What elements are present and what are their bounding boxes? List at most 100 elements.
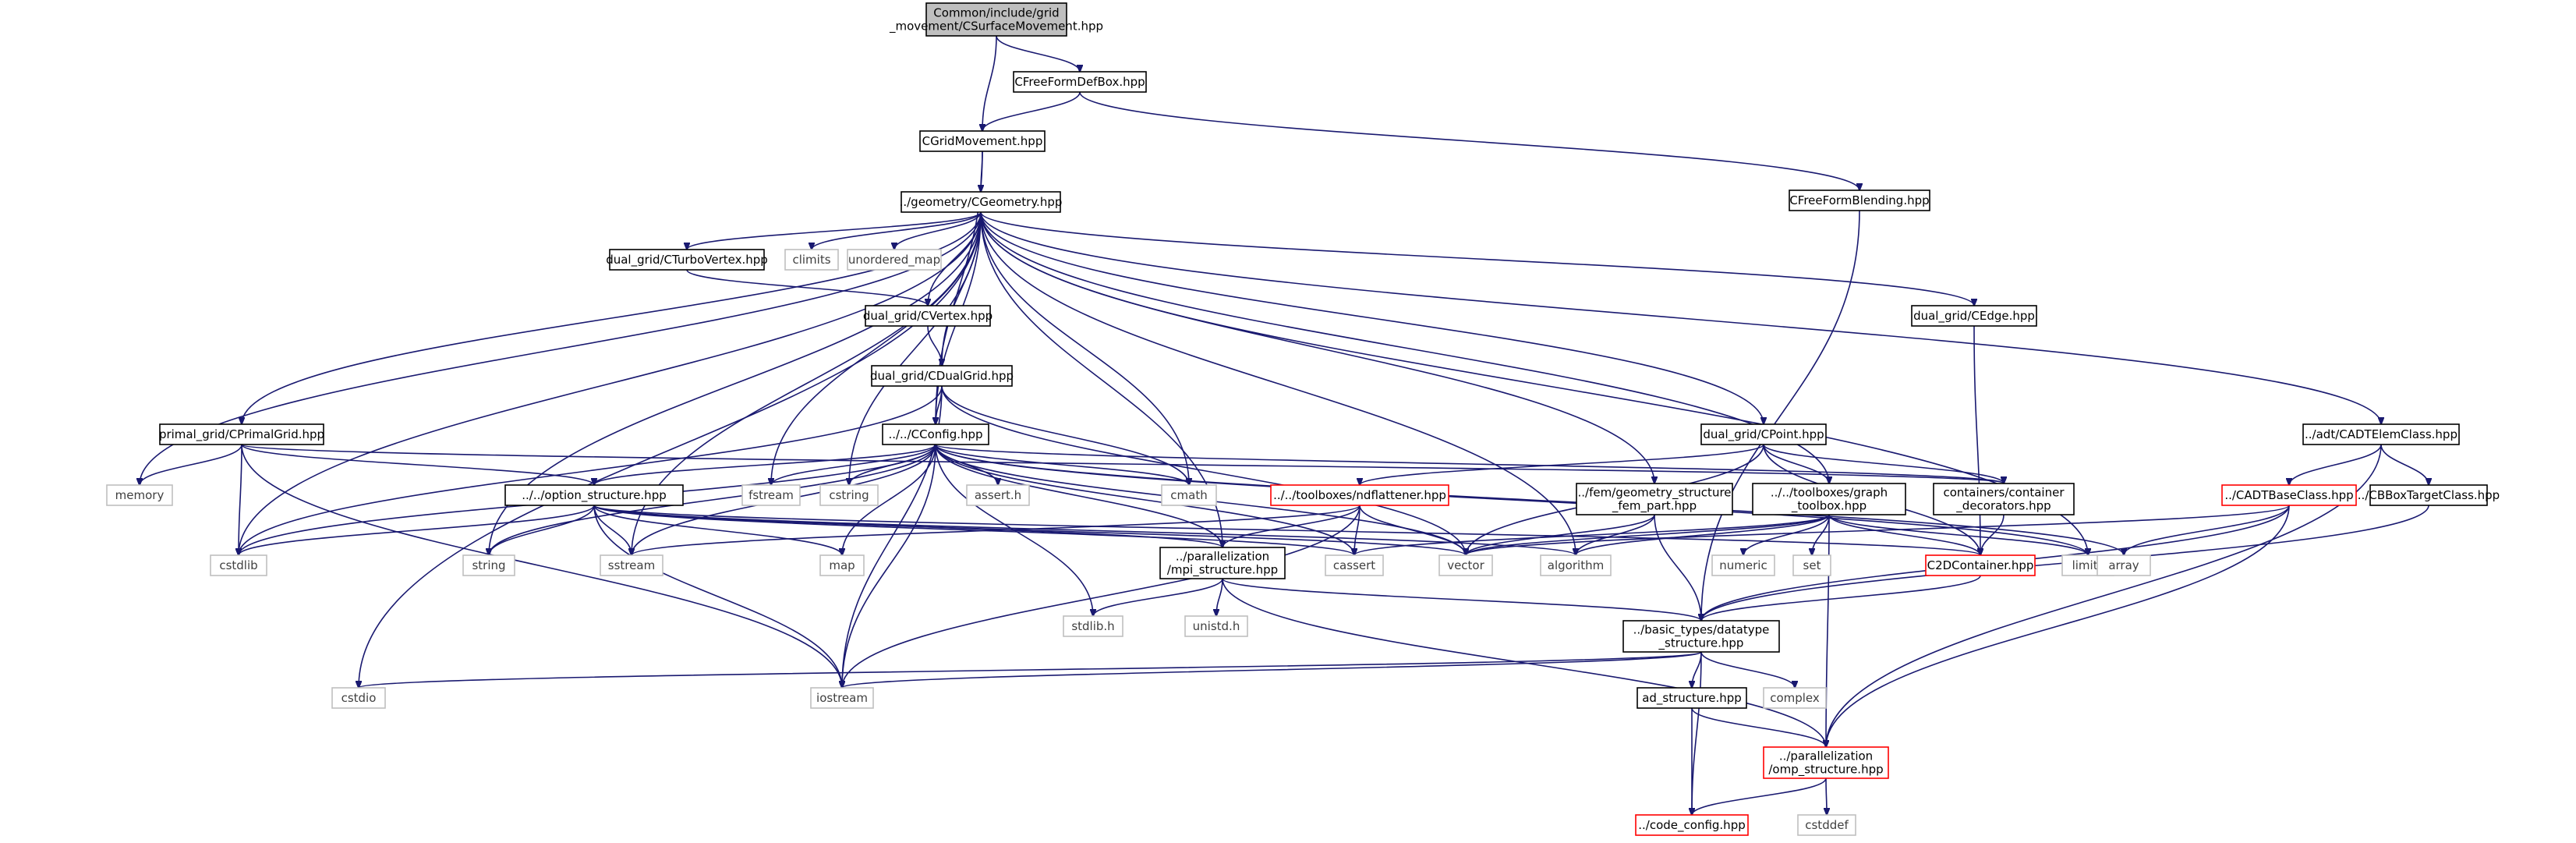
node-label: vector (1447, 558, 1484, 572)
node-box (1763, 687, 1827, 709)
edge-vertex-to-dualgrid (927, 325, 942, 366)
node-label: ../basic_types/datatype (1633, 623, 1770, 638)
node-cgeom[interactable]: ../geometry/CGeometry.hpp (900, 191, 1063, 213)
edge-cconfig-to-map (842, 444, 936, 555)
node-label: complex (1770, 691, 1820, 705)
node-label: climits (792, 253, 830, 267)
node-label: dual_grid/CPoint.hpp (1703, 427, 1824, 442)
node-gridmov[interactable]: CGridMovement.hpp (919, 130, 1046, 152)
node-label: dual_grid/CVertex.hpp (863, 309, 993, 324)
node-cedge[interactable]: dual_grid/CEdge.hpp (1911, 305, 2037, 327)
node-label: ../CBBoxTargetClass.hpp (2358, 488, 2500, 502)
node-box (882, 423, 989, 445)
node-label: _structure.hpp (1658, 636, 1744, 651)
node-cpoint[interactable]: dual_grid/CPoint.hpp (1700, 423, 1827, 445)
edge-datatype-to-complex (1700, 651, 1795, 688)
node-label: cstdlib (219, 558, 257, 572)
node-box (462, 554, 515, 576)
node-graphtb[interactable]: ../../toolboxes/graph_toolbox.hpp (1752, 483, 1906, 515)
edge-primalgrid-to-optstruct (241, 444, 594, 485)
node-mpistruct[interactable]: ../parallelization/mpi_structure.hpp (1159, 547, 1286, 579)
node-primalgrid[interactable]: primal_grid/CPrimalGrid.hpp (159, 423, 324, 445)
node-turbovertex[interactable]: dual_grid/CTurboVertex.hpp (606, 249, 768, 271)
node-complex: complex (1763, 687, 1827, 709)
node-box (847, 249, 942, 271)
node-root[interactable]: Common/include/grid_movement/CSurfaceMov… (889, 2, 1103, 37)
node-ffdbox[interactable]: CFreeFormDefBox.hpp (1013, 71, 1147, 93)
edge-cgeom-to-climits (812, 211, 982, 250)
node-label: assert.h (975, 488, 1021, 502)
node-optstruct[interactable]: ../../option_structure.hpp (504, 484, 684, 506)
node-memory: memory (106, 484, 173, 506)
node-label: _decorators.hpp (1955, 499, 2051, 514)
node-label: ../../CConfig.hpp (888, 427, 982, 441)
edge-cgeom-to-limits (980, 211, 2088, 555)
node-map: map (819, 554, 865, 576)
node-codeconfig[interactable]: ../code_config.hpp (1635, 814, 1749, 836)
edge-mpistruct-to-stdlibh (1093, 578, 1223, 616)
node-label: dual_grid/CEdge.hpp (1913, 309, 2035, 324)
edge-cgeom-to-adtelem (980, 211, 2381, 424)
node-box (1700, 423, 1827, 445)
edge-ffblend-to-datatype (1701, 210, 1860, 621)
edge-cconfig-to-optstruct (594, 444, 936, 485)
node-bbox[interactable]: ../CBBoxTargetClass.hpp (2358, 484, 2500, 506)
node-label: CFreeFormDefBox.hpp (1014, 75, 1145, 89)
edge-cgeom-to-algorithm (980, 211, 1576, 555)
node-dualgrid[interactable]: dual_grid/CDualGrid.hpp (870, 365, 1014, 387)
node-ompstruct[interactable]: ../parallelization/omp_structure.hpp (1763, 746, 1889, 779)
node-ffblend[interactable]: CFreeFormBlending.hpp (1789, 189, 1930, 211)
node-box (159, 423, 324, 445)
edge-datatype-to-iostream (842, 651, 1702, 688)
node-box (1438, 554, 1493, 576)
node-adtbase[interactable]: ../CADTBaseClass.hpp (2221, 484, 2357, 506)
edge-cpoint-to-ndflat (1360, 444, 1764, 485)
node-c2d[interactable]: C2DContainer.hpp (1925, 554, 2036, 576)
node-label: numeric (1719, 558, 1767, 572)
edge-ndflat-to-vector (1359, 505, 1466, 555)
edge-cgeom-to-cpoint (980, 211, 1764, 424)
node-label: ../../toolboxes/graph (1771, 486, 1888, 500)
edge-primalgrid-to-memory (140, 444, 242, 485)
dependency-edges (140, 35, 2429, 815)
node-ndflat[interactable]: ../../toolboxes/ndflattener.hpp (1270, 484, 1449, 506)
edge-datatype-to-adstruct (1692, 651, 1702, 688)
node-contdec[interactable]: containers/container_decorators.hpp (1933, 483, 2075, 515)
node-label: primal_grid/CPrimalGrid.hpp (159, 427, 324, 442)
edge-femgeom-to-vector (1466, 514, 1655, 555)
node-label: cassert (1333, 558, 1375, 572)
node-adtelem[interactable]: ../adt/CADTElemClass.hpp (2302, 423, 2460, 445)
edge-ffdbox-to-gridmov (982, 91, 1081, 131)
node-cconfig[interactable]: ../../CConfig.hpp (882, 423, 989, 445)
node-box (1797, 814, 1856, 836)
node-label: C2DContainer.hpp (1927, 558, 2034, 572)
node-iostream: iostream (810, 687, 874, 709)
node-box (210, 554, 267, 576)
node-label: ../../toolboxes/ndflattener.hpp (1273, 488, 1446, 502)
edge-contdec-to-c2d (1980, 514, 2005, 555)
node-cstdlib: cstdlib (210, 554, 267, 576)
edge-cedge-to-c2d (1973, 325, 1980, 555)
edge-optstruct-to-iostream (593, 505, 842, 688)
node-label: Common/include/grid (933, 6, 1059, 20)
node-box (1159, 547, 1286, 579)
edge-cpoint-to-contdec (1763, 444, 2004, 483)
node-label: cstddef (1805, 818, 1849, 832)
node-box (865, 305, 991, 327)
node-label: ad_structure.hpp (1642, 691, 1742, 706)
node-box (810, 687, 874, 709)
node-label: ../CADTBaseClass.hpp (2224, 488, 2353, 502)
node-femgeom[interactable]: ../fem/geometry_structure_fem_part.hpp (1576, 483, 1733, 515)
edge-femgeom-to-datatype (1654, 514, 1701, 621)
edge-cconfig-to-string (489, 444, 936, 555)
node-vertex[interactable]: dual_grid/CVertex.hpp (863, 305, 993, 327)
node-datatype[interactable]: ../basic_types/datatype_structure.hpp (1622, 620, 1780, 653)
edge-cconfig-to-fstream (771, 444, 936, 485)
node-adstruct[interactable]: ad_structure.hpp (1637, 687, 1747, 709)
edge-ompstruct-to-cstddef (1826, 777, 1827, 815)
node-box (784, 249, 839, 271)
node-label: _toolbox.hpp (1791, 499, 1867, 514)
node-box (1013, 71, 1147, 93)
node-box (919, 130, 1046, 152)
node-cstdio: cstdio (331, 687, 386, 709)
